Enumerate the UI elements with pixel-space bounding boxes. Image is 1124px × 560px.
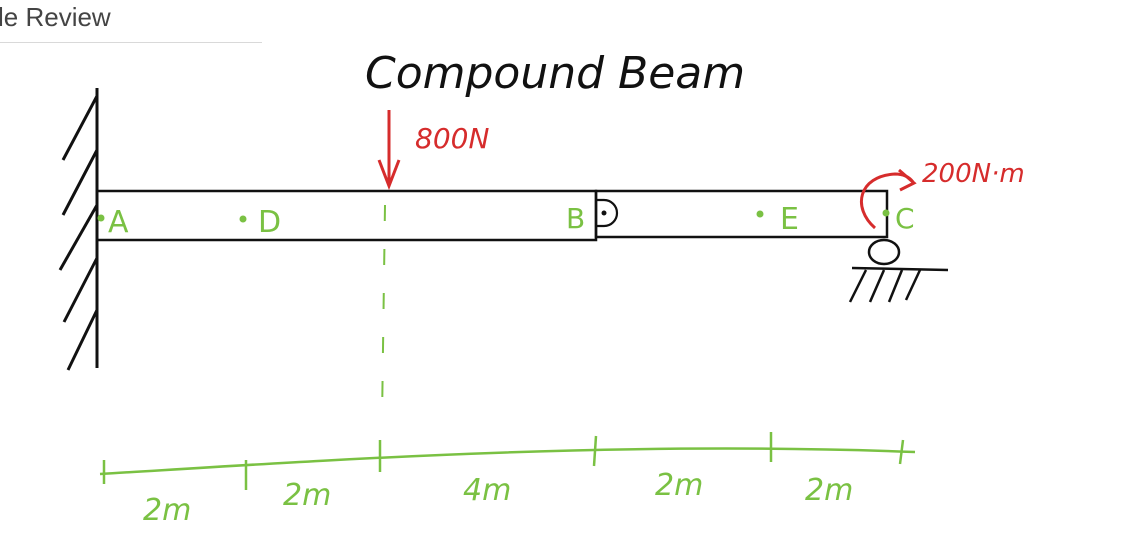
hinge-icon	[597, 198, 619, 228]
point-label-e: E	[780, 202, 799, 237]
point-c-dot	[882, 209, 890, 217]
diagram-title: Compound Beam	[365, 48, 745, 99]
dimension-label-ec: 2m	[805, 473, 853, 508]
beam-segment-bc	[594, 189, 889, 239]
point-markers	[97, 209, 890, 223]
point-label-a: A	[108, 205, 129, 240]
dimension-label-be: 2m	[655, 468, 703, 503]
point-load-label: 800N	[415, 122, 489, 155]
load-dashed-guide	[381, 204, 386, 421]
point-label-c: C	[895, 202, 915, 235]
point-label-b: B	[566, 202, 585, 235]
page-header: le Review	[0, 0, 262, 43]
dimension-label-load-b: 4m	[463, 473, 511, 508]
beam-segment-ab	[95, 189, 598, 242]
point-e-dot	[756, 210, 764, 218]
point-a-dot	[97, 214, 105, 222]
moment-arrow-icon	[860, 168, 917, 230]
dimension-line	[99, 432, 916, 490]
fixed-wall-support	[58, 88, 99, 371]
dimension-label-d-load: 2m	[283, 478, 331, 513]
point-load-arrow	[377, 110, 401, 191]
point-label-d: D	[258, 205, 281, 240]
dimension-label-ad: 2m	[143, 493, 191, 528]
moment-label: 200N·m	[922, 159, 1025, 189]
page-title: le Review	[0, 2, 111, 32]
point-d-dot	[239, 215, 247, 223]
roller-support-icon	[848, 238, 949, 303]
